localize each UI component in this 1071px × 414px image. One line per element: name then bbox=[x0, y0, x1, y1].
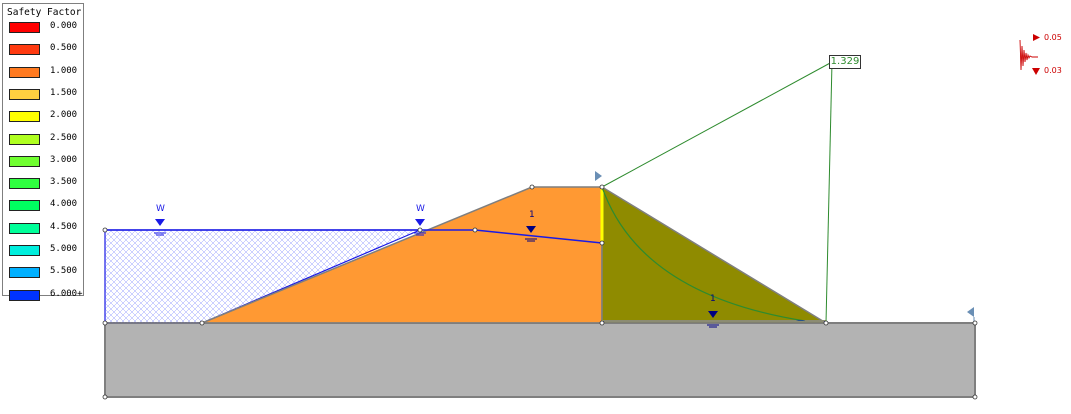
water-table-line bbox=[105, 229, 603, 244]
legend-value: 2.000 bbox=[50, 110, 78, 121]
legend-swatch bbox=[9, 88, 40, 100]
legend-value: 0.500 bbox=[50, 43, 78, 54]
water-table-marker-2 bbox=[414, 219, 426, 236]
foundation-layer bbox=[104, 322, 976, 398]
slip-center-radius-right bbox=[825, 61, 833, 324]
piezo-label-2: 1 bbox=[710, 294, 716, 304]
slope-limit-marker-right[interactable] bbox=[967, 307, 975, 323]
piezo-marker-1 bbox=[525, 226, 537, 242]
legend-value: 2.500 bbox=[50, 132, 78, 143]
legend-value: 3.000 bbox=[50, 154, 78, 165]
vertices[interactable] bbox=[102, 184, 978, 400]
legend-value: 5.000 bbox=[50, 244, 78, 254]
legend-swatch bbox=[9, 289, 40, 301]
legend-title: Safety Factor bbox=[7, 7, 82, 18]
legend-value: 1.500 bbox=[50, 87, 78, 98]
legend-swatch bbox=[9, 245, 40, 256]
seismic-load-icon bbox=[1019, 34, 1040, 75]
legend-value: 4.500 bbox=[50, 221, 78, 232]
legend-swatch bbox=[9, 222, 40, 234]
water-table-label-2: W bbox=[416, 204, 425, 214]
slip-circle-arc bbox=[601, 186, 806, 322]
safety-factor-value[interactable]: 1.329 bbox=[829, 55, 861, 69]
legend-swatch bbox=[9, 44, 40, 56]
legend-value: 0.000 bbox=[50, 21, 78, 31]
legend-value: 5.500 bbox=[50, 266, 78, 277]
legend-swatch bbox=[9, 133, 40, 145]
legend-swatch bbox=[9, 66, 40, 78]
slip-center-radius-left bbox=[601, 61, 833, 188]
water-table-marker-1 bbox=[154, 219, 166, 236]
legend-value: 4.000 bbox=[50, 199, 78, 210]
water-table-label-1: W bbox=[156, 204, 165, 214]
legend-swatch bbox=[9, 267, 40, 279]
piezo-label-1: 1 bbox=[529, 210, 535, 220]
seismic-horizontal-value: 0.05 bbox=[1044, 33, 1062, 42]
legend-swatch bbox=[9, 22, 40, 33]
legend-swatch bbox=[9, 111, 40, 123]
piezo-marker-2 bbox=[707, 311, 719, 328]
legend-swatch bbox=[9, 178, 40, 190]
legend-swatch bbox=[9, 200, 40, 212]
legend-value: 1.000 bbox=[50, 65, 78, 76]
legend-value: 3.500 bbox=[50, 177, 78, 188]
legend-value: 6.000+ bbox=[50, 288, 83, 299]
safety-factor-legend: Safety Factor 0.000 0.500 1.000 1.500 2.000 2… bbox=[2, 3, 84, 301]
seismic-vertical-value: 0.03 bbox=[1044, 66, 1062, 75]
slope-limit-marker-left[interactable] bbox=[595, 171, 602, 181]
legend-swatch bbox=[9, 155, 40, 167]
